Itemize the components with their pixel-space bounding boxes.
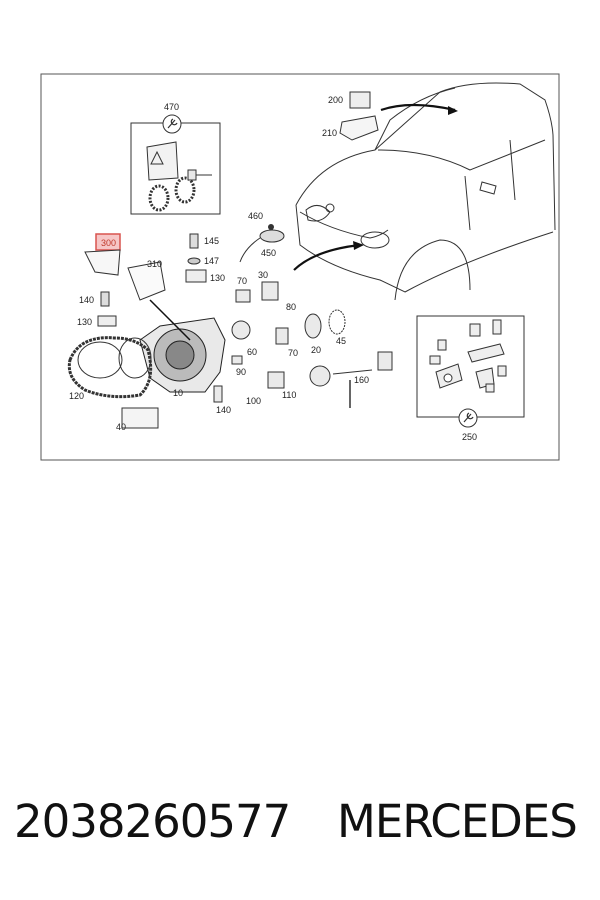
- part-label-110: 110: [282, 390, 296, 400]
- part-label-80: 80: [286, 302, 296, 312]
- bolt-part-145: [189, 233, 199, 249]
- cover-part-210: [339, 115, 379, 141]
- small-clip-part: [187, 169, 197, 181]
- part-label-120: 120: [69, 391, 84, 401]
- part-label-90: 90: [236, 367, 246, 377]
- part-label-147: 147: [204, 256, 219, 266]
- part-label-70b: 70: [288, 348, 298, 358]
- cover-part-310: [127, 261, 166, 301]
- headlamp-housing: [139, 299, 226, 393]
- part-label-45: 45: [336, 336, 346, 346]
- part-label-145: 145: [204, 236, 219, 246]
- part-label-20: 20: [311, 345, 321, 355]
- product-caption: 2038260577 MERCEDES: [0, 795, 600, 865]
- part-label-100: 100: [246, 396, 261, 406]
- part-number: 2038260577: [14, 795, 291, 848]
- wrench-icon-250: [458, 408, 478, 428]
- part-label-460: 460: [248, 211, 263, 221]
- seal-part-300: [84, 249, 121, 276]
- headlamp-lens: [67, 336, 153, 399]
- part-label-250: 250: [462, 432, 477, 442]
- highlight-box-300: [95, 233, 121, 251]
- part-label-470: 470: [164, 102, 179, 112]
- bulb-parts: [213, 281, 393, 403]
- part-label-210: 210: [322, 128, 337, 138]
- part-label-30: 30: [258, 270, 268, 280]
- part-label-140b: 140: [216, 405, 231, 415]
- control-unit-part-40: [121, 407, 159, 429]
- arrow-to-headlamp: [293, 243, 361, 271]
- car-outline: [295, 82, 556, 301]
- part-label-70a: 70: [237, 276, 247, 286]
- part-label-310: 310: [147, 259, 162, 269]
- part-label-140a: 140: [79, 295, 94, 305]
- arrow-to-roof: [380, 103, 456, 112]
- screw-part-460: [268, 224, 274, 230]
- wrench-icon: [162, 114, 182, 134]
- ring-part: [148, 176, 196, 212]
- part-label-10: 10: [173, 388, 183, 398]
- parts-diagram: 470 200 210 460 450 300 145 147 130 310 …: [40, 73, 560, 461]
- part-label-200: 200: [328, 95, 343, 105]
- part-label-130b: 130: [77, 317, 92, 327]
- brand-name: MERCEDES: [337, 795, 578, 848]
- exploded-view: 470 200 210 460 450 300 145 147 130 310 …: [40, 73, 560, 461]
- part-label-450: 450: [261, 248, 276, 258]
- part-label-300: 300: [101, 238, 116, 248]
- bracket-assembly-250: [429, 319, 507, 393]
- part-label-40: 40: [116, 422, 126, 432]
- washer-part-147: [187, 257, 201, 265]
- bracket-part-130b: [97, 315, 117, 327]
- part-label-60: 60: [247, 347, 257, 357]
- bolt-part-140: [100, 291, 110, 307]
- sensor-part-200: [349, 91, 371, 109]
- part-label-130a: 130: [210, 273, 225, 283]
- cap-part-450: [259, 229, 285, 243]
- warning-label-part: [146, 141, 179, 181]
- bracket-part-130: [185, 269, 207, 283]
- part-label-160: 160: [354, 375, 369, 385]
